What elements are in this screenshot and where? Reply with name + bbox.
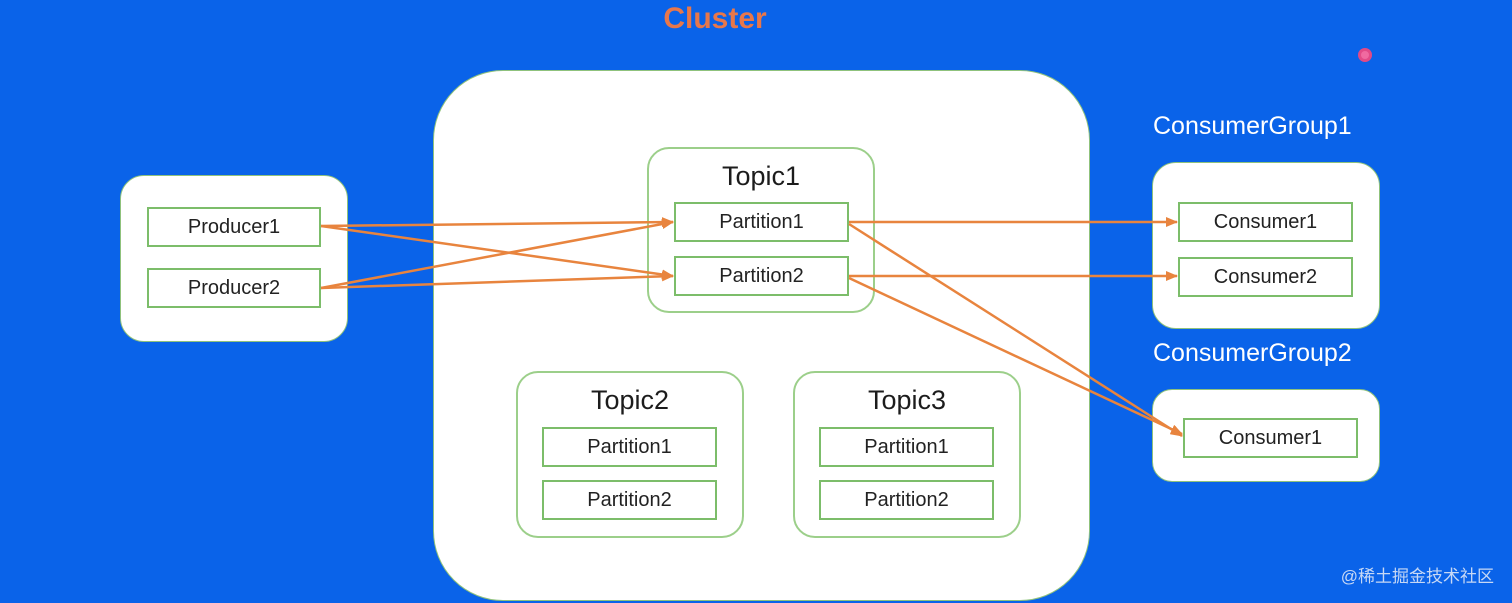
watermark-text: @稀土掘金技术社区: [1340, 567, 1494, 586]
consumergroup2-label: ConsumerGroup2: [1153, 339, 1352, 367]
producers-panel: [120, 175, 348, 342]
topic2-title: Topic2: [590, 385, 670, 415]
topic3-partition1-node: Partition1: [819, 427, 994, 467]
group1-consumer1-node: Consumer1: [1178, 202, 1353, 242]
topic1-partition1-node: Partition1: [674, 202, 849, 242]
consumergroup1-label: ConsumerGroup1: [1153, 112, 1352, 140]
consumergroup1-panel: [1152, 162, 1380, 329]
topic3-title: Topic3: [867, 385, 947, 415]
topic1-partition2-node: Partition2: [674, 256, 849, 296]
cursor-dot-icon: [1358, 48, 1372, 62]
topic3-partition2-node: Partition2: [819, 480, 994, 520]
producer1-node: Producer1: [147, 207, 321, 247]
topic2-partition2-node: Partition2: [542, 480, 717, 520]
topic1-title: Topic1: [721, 161, 801, 191]
producer2-node: Producer2: [147, 268, 321, 308]
cluster-title: Cluster: [663, 2, 767, 35]
group2-consumer1-node: Consumer1: [1183, 418, 1358, 458]
topic2-partition1-node: Partition1: [542, 427, 717, 467]
group1-consumer2-node: Consumer2: [1178, 257, 1353, 297]
